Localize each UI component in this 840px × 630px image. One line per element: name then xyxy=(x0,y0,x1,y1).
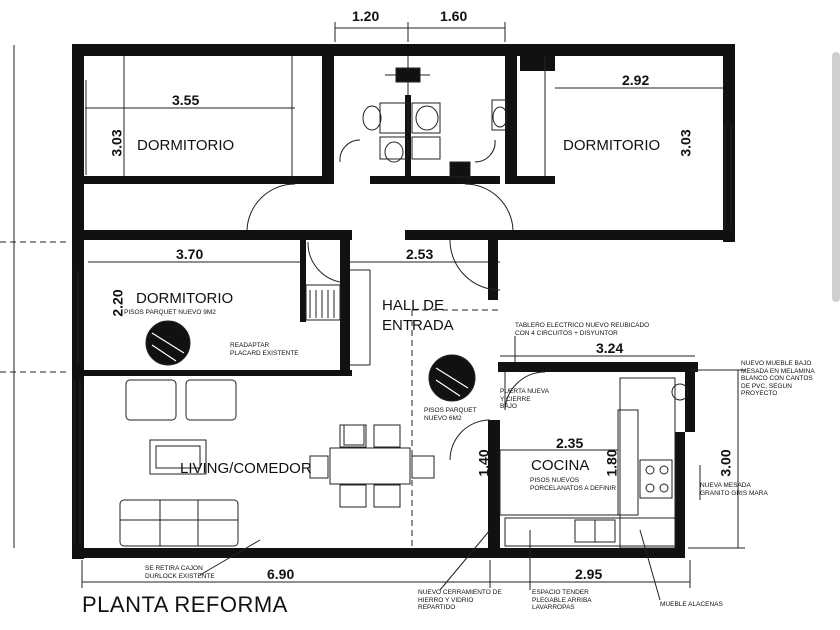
dim-3-70: 3.70 xyxy=(176,246,204,262)
note-pisos-dormitorio: PISOS PARQUET NUEVO 9M2 xyxy=(124,309,216,316)
dim-6-90: 6.90 xyxy=(267,566,295,582)
dim-3-24: 3.24 xyxy=(596,340,624,356)
note-pisos-cocina: PISOS NUEVOS PORCELANATOS A DEFINIR xyxy=(530,477,617,492)
note-pisos-hall: PISOS PARQUET NUEVO 6M2 xyxy=(424,407,477,422)
room-label-cocina: COCINA xyxy=(531,457,590,474)
room-label-dormitorio-3: DORMITORIO xyxy=(136,290,234,307)
note-puerta-nueva: PUERTA NUEVA Y CIERRE BAJO xyxy=(500,388,550,410)
room-label-living-comedor: LIVING/COMEDOR xyxy=(180,460,312,477)
note-cajon-durlock: SE RETIRA CAJON DURLOCK EXISTENTE xyxy=(145,565,215,580)
note-cerramiento: NUEVO CERRAMIENTO DE HIERRO Y VIDRIO REP… xyxy=(418,589,502,611)
dim-2-92: 2.92 xyxy=(622,72,650,88)
room-label-dormitorio-2: DORMITORIO xyxy=(563,137,661,154)
note-mueble-bajo-mesada: NUEVO MUEBLE BAJO MESADA EN MELAMINA BLA… xyxy=(741,360,815,397)
scrollbar[interactable] xyxy=(832,52,840,302)
dim-1-20: 1.20 xyxy=(352,8,380,24)
note-placard: READAPTAR PLACARD EXISTENTE xyxy=(230,342,299,357)
plan-title: PLANTA REFORMA xyxy=(82,592,288,617)
dim-1-60: 1.60 xyxy=(440,8,468,24)
dim-2-35: 2.35 xyxy=(556,435,584,451)
dim-3-00: 3.00 xyxy=(717,449,734,477)
dim-1-80: 1.80 xyxy=(603,449,620,477)
dim-2-53: 2.53 xyxy=(406,246,434,262)
room-label-hall: HALL DE ENTRADA xyxy=(382,297,454,334)
dim-3-55: 3.55 xyxy=(172,92,200,108)
dim-3-03-left: 3.03 xyxy=(108,129,125,157)
dim-3-03-right: 3.03 xyxy=(677,129,694,157)
room-label-dormitorio-1: DORMITORIO xyxy=(137,137,235,154)
note-mesada-granito: NUEVA MESADA GRANITO GRIS MARA xyxy=(700,482,768,497)
dim-2-95: 2.95 xyxy=(575,566,603,582)
note-espacio-tender: ESPACIO TENDER PLEGABLE ARRIBA LAVARROPA… xyxy=(532,589,592,611)
dim-1-40: 1.40 xyxy=(475,449,492,477)
note-tablero-electrico: TABLERO ELECTRICO NUEVO REUBICADO CON 4 … xyxy=(515,322,650,337)
note-mueble-alacenas: MUEBLE ALACENAS xyxy=(660,601,723,608)
